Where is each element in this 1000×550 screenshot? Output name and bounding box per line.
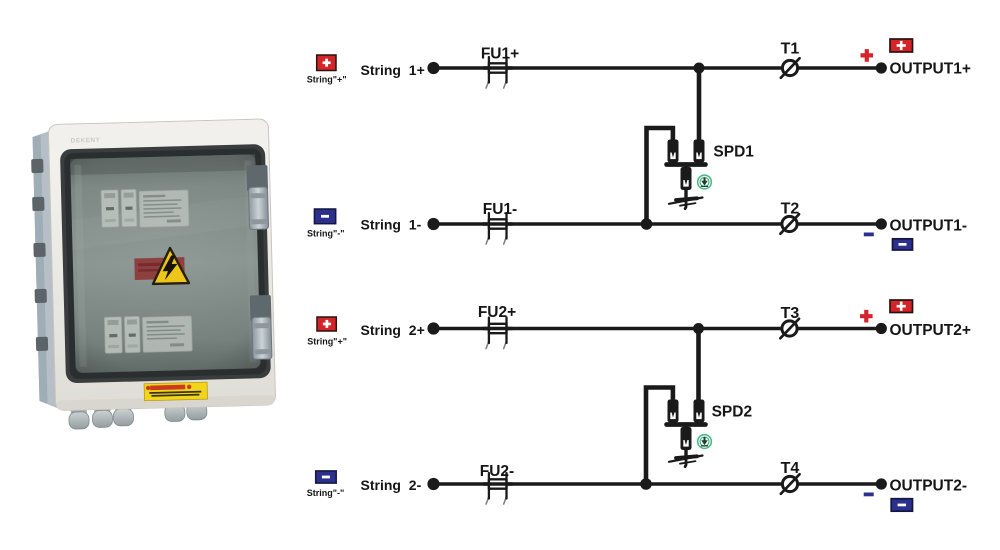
svg-text:2+: 2+ — [409, 322, 425, 338]
svg-text:2-: 2- — [409, 477, 422, 493]
svg-text:String: String — [361, 322, 401, 338]
svg-text:SPD1: SPD1 — [713, 144, 754, 161]
svg-text:OUTPUT1+: OUTPUT1+ — [890, 61, 971, 78]
svg-text:SPD2: SPD2 — [712, 404, 753, 421]
svg-text:1+: 1+ — [409, 62, 425, 78]
svg-text:OUTPUT2-: OUTPUT2- — [890, 478, 968, 495]
svg-text:T1: T1 — [781, 41, 800, 58]
svg-text:FU1+: FU1+ — [481, 46, 519, 63]
svg-text:String"-": String"-" — [307, 229, 345, 239]
svg-text:String"+": String"+" — [307, 337, 347, 347]
svg-text:String: String — [361, 477, 401, 493]
svg-text:String: String — [361, 217, 401, 233]
svg-text:1-: 1- — [409, 217, 422, 233]
svg-text:T3: T3 — [781, 305, 800, 322]
svg-text:T4: T4 — [781, 460, 800, 477]
svg-text:FU2-: FU2- — [480, 463, 514, 480]
svg-text:OUTPUT1-: OUTPUT1- — [890, 218, 968, 235]
svg-text:T2: T2 — [781, 201, 800, 218]
svg-text:OUTPUT2+: OUTPUT2+ — [890, 322, 971, 339]
svg-text:DEKENY: DEKENY — [71, 137, 101, 145]
svg-text:String"+": String"+" — [307, 75, 347, 85]
svg-text:FU2+: FU2+ — [478, 304, 516, 321]
svg-text:String: String — [361, 62, 401, 78]
svg-text:FU1-: FU1- — [483, 201, 517, 218]
svg-text:String"-": String"-" — [307, 488, 345, 498]
